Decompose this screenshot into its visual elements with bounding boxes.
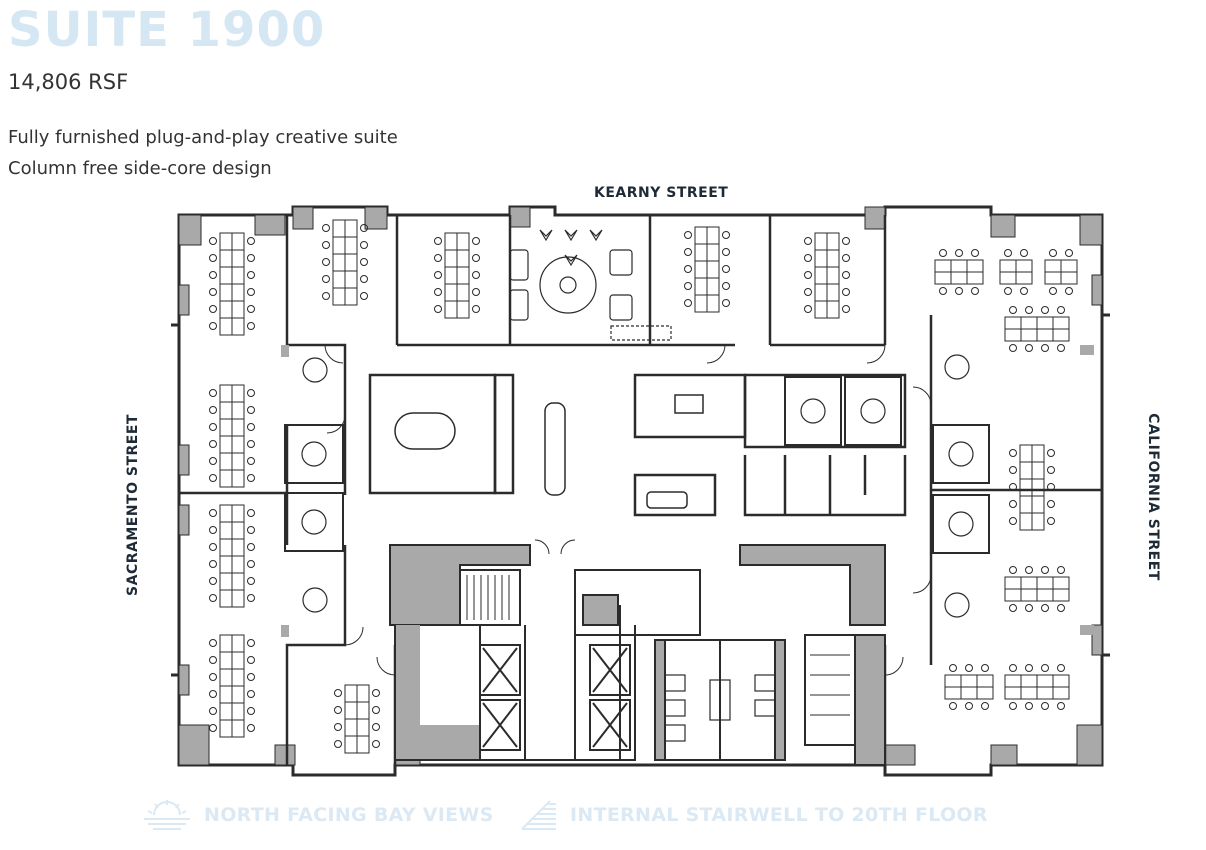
suite-title: SUITE 1900 bbox=[8, 2, 326, 58]
suite-area: 14,806 RSF bbox=[8, 70, 129, 94]
feature-line-column-free: Column free side-core design bbox=[8, 158, 272, 179]
sunrise-icon bbox=[144, 800, 190, 830]
street-label-kearny: KEARNY STREET bbox=[594, 185, 729, 201]
feature-bay-views-label: NORTH FACING BAY VIEWS bbox=[204, 804, 494, 826]
workstation-layer bbox=[209, 219, 1078, 754]
feature-bay-views: NORTH FACING BAY VIEWS bbox=[142, 798, 494, 832]
feature-line-furnished: Fully furnished plug-and-play creative s… bbox=[8, 127, 398, 148]
street-label-sacramento: SACRAMENTO STREET bbox=[125, 414, 141, 596]
floor-plan bbox=[171, 205, 1110, 777]
feature-internal-stairwell: INTERNAL STAIRWELL TO 20TH FLOOR bbox=[520, 798, 988, 832]
stairs-icon bbox=[521, 800, 556, 830]
floor-plan-structure bbox=[171, 205, 1110, 777]
street-label-california: CALIFORNIA STREET bbox=[1145, 413, 1161, 581]
feature-internal-stairwell-label: INTERNAL STAIRWELL TO 20TH FLOOR bbox=[570, 804, 988, 826]
